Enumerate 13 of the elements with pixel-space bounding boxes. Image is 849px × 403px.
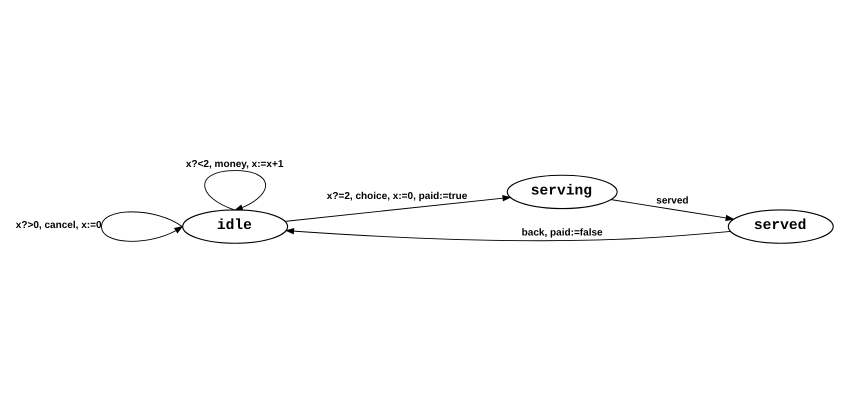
arrow — [284, 228, 731, 242]
edge-label: x?<2, money, x:=x+1 — [186, 158, 284, 170]
arrow — [610, 199, 735, 222]
node-ellipse: idle — [182, 209, 288, 244]
node-ellipse: served — [728, 209, 834, 244]
edge-label: x?>0, cancel, x:=0 — [16, 220, 102, 232]
arrow — [204, 170, 266, 211]
edge-label: back, paid:=false — [522, 228, 603, 239]
arrow — [284, 195, 512, 222]
edge-label: x?=2, choice, x:=0, paid:=true — [326, 191, 468, 202]
node-ellipse: serving — [506, 174, 618, 210]
arrow — [101, 211, 184, 242]
edge-label: served — [656, 196, 689, 207]
